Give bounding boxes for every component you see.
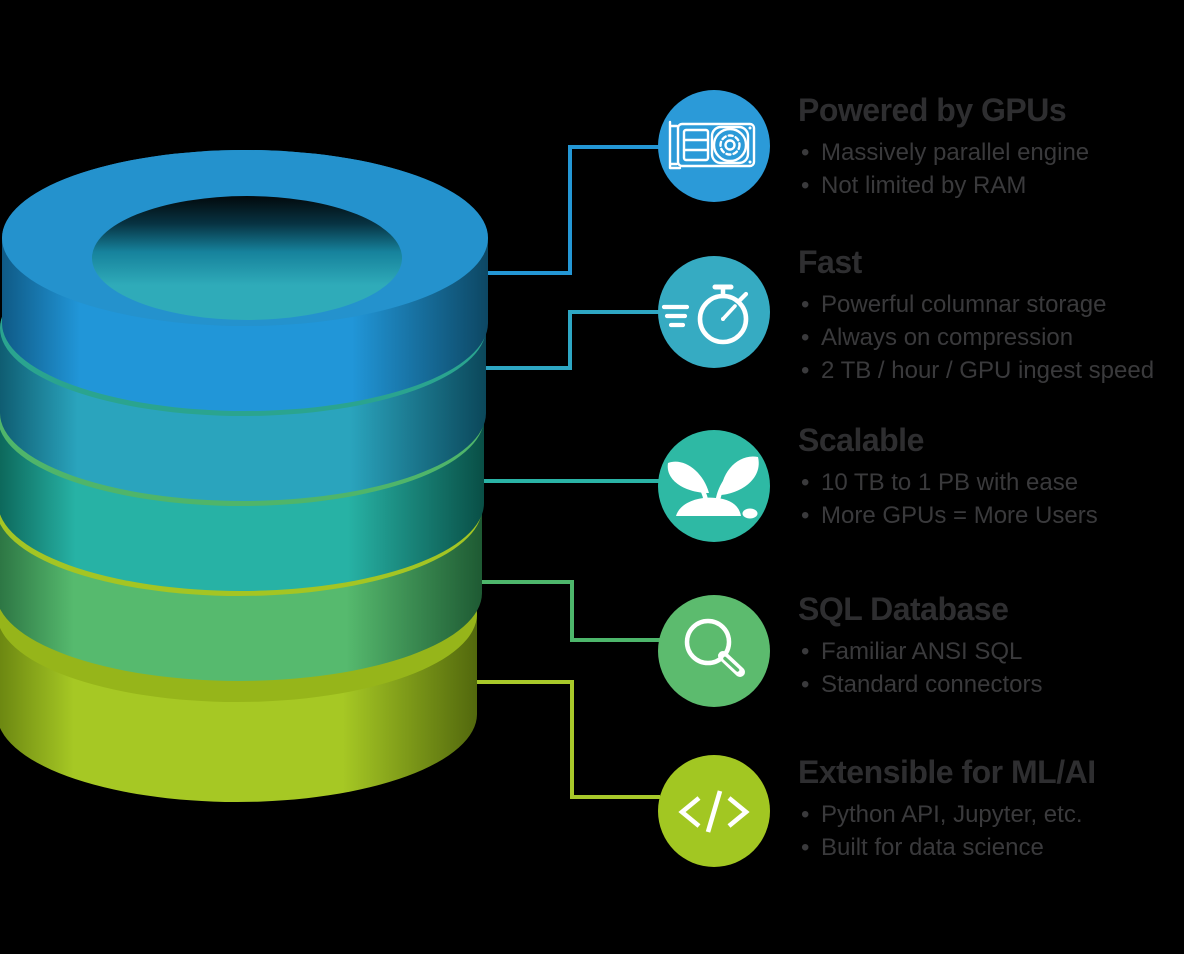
ring-1-hole (92, 196, 402, 320)
feature-bullet: Built for data science (798, 831, 1184, 864)
feature-bullets: Familiar ANSI SQL Standard connectors (798, 635, 1184, 701)
feature-bullets: Powerful columnar storage Always on comp… (798, 288, 1184, 387)
feature-bullet: Familiar ANSI SQL (798, 635, 1184, 668)
ring-1-blue (2, 150, 488, 411)
feature-title: Extensible for ML/AI (798, 754, 1096, 790)
feature-bullet: Not limited by RAM (798, 169, 1184, 202)
feature-bullets: 10 TB to 1 PB with ease More GPUs = More… (798, 466, 1184, 532)
gpu-card-icon (658, 90, 770, 202)
feature-fast: Fast Powerful columnar storage Always on… (798, 244, 1184, 387)
feature-bullets: Massively parallel engine Not limited by… (798, 136, 1184, 202)
feature-title: Scalable (798, 422, 924, 458)
feature-bullets: Python API, Jupyter, etc. Built for data… (798, 798, 1184, 864)
feature-bullet: 10 TB to 1 PB with ease (798, 466, 1184, 499)
feature-title: Fast (798, 244, 862, 280)
feature-scalable: Scalable 10 TB to 1 PB with ease More GP… (798, 422, 1184, 532)
feature-bullet: Massively parallel engine (798, 136, 1184, 169)
feature-bullet: 2 TB / hour / GPU ingest speed (798, 354, 1184, 387)
feature-bullet: Standard connectors (798, 668, 1184, 701)
feature-bullet: Powerful columnar storage (798, 288, 1184, 321)
stopwatch-icon (658, 256, 770, 368)
feature-sql: SQL Database Familiar ANSI SQL Standard … (798, 591, 1184, 701)
feature-bullet: More GPUs = More Users (798, 499, 1184, 532)
connector-sql (420, 580, 660, 642)
feature-bullet: Always on compression (798, 321, 1184, 354)
feature-extensible: Extensible for ML/AI Python API, Jupyter… (798, 754, 1184, 864)
feature-title: SQL Database (798, 591, 1009, 627)
database-cylinder (0, 150, 488, 802)
code-icon (658, 755, 770, 867)
magnifier-icon (658, 595, 770, 707)
feature-gpu: Powered by GPUs Massively parallel engin… (798, 92, 1184, 202)
feature-title: Powered by GPUs (798, 92, 1067, 128)
sprout-icon (658, 430, 770, 542)
connector-extensible (420, 680, 660, 799)
feature-bullet: Python API, Jupyter, etc. (798, 798, 1184, 831)
